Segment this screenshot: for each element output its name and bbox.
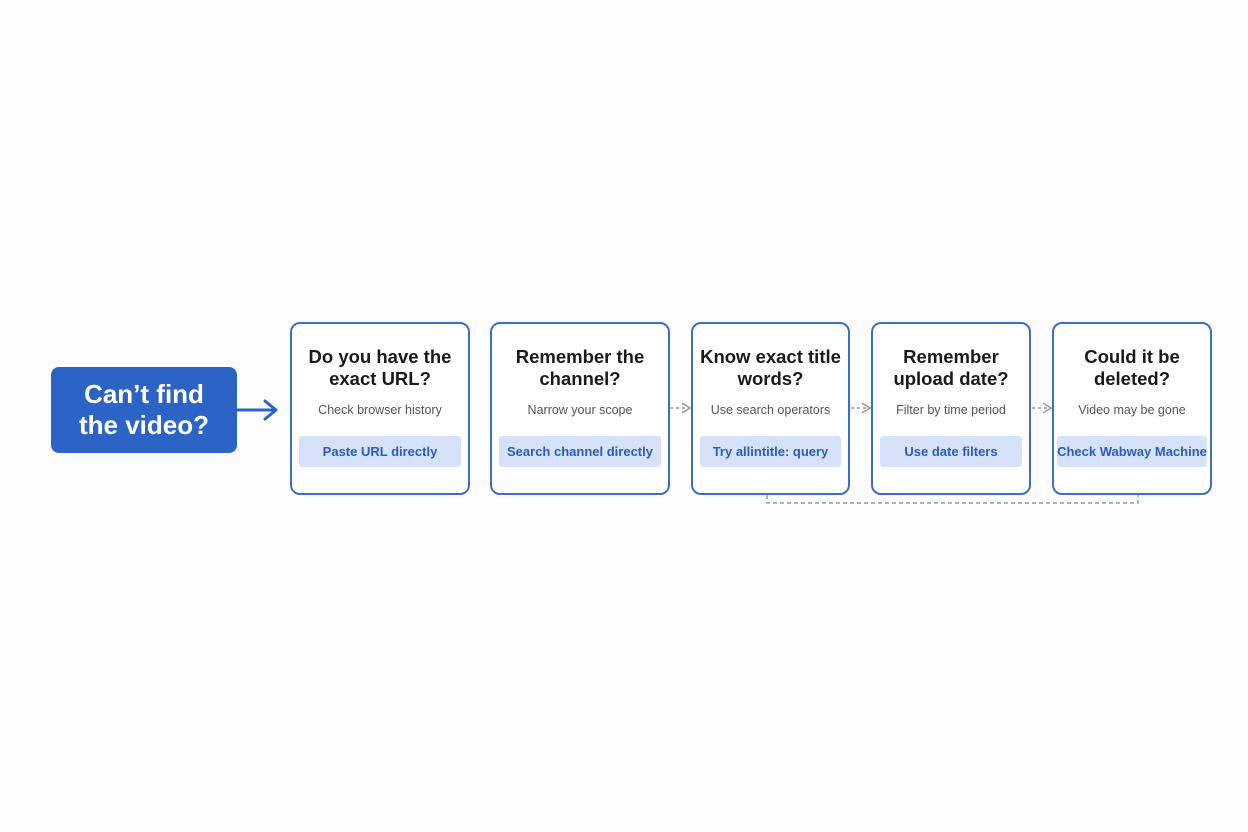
- date-filters-button[interactable]: Use date filters: [880, 436, 1022, 467]
- step-card-upload-date: Remember upload date? Filter by time per…: [871, 322, 1031, 495]
- start-label: Can’t find the video?: [78, 379, 209, 440]
- dashed-arrow-5-6: [1032, 402, 1053, 414]
- dashed-bracket: [766, 495, 1139, 504]
- allintitle-query-button[interactable]: Try allintitle: query: [700, 436, 841, 467]
- start-node: Can’t find the video?: [51, 367, 237, 453]
- step-card-url: Do you have the exact URL? Check browser…: [290, 322, 470, 495]
- step-hint: Filter by time period: [896, 403, 1006, 417]
- dashed-arrow-3-4: [670, 402, 692, 414]
- step-title: Could it be deleted?: [1084, 346, 1180, 389]
- dashed-arrow-4-5: [851, 402, 872, 414]
- step-title: Know exact title words?: [700, 346, 841, 389]
- step-hint: Video may be gone: [1078, 403, 1186, 417]
- step-card-title-words: Know exact title words? Use search opera…: [691, 322, 850, 495]
- step-hint: Narrow your scope: [527, 403, 633, 417]
- paste-url-button[interactable]: Paste URL directly: [299, 436, 461, 467]
- search-channel-button[interactable]: Search channel directly: [499, 436, 661, 467]
- step-card-channel: Remember the channel? Narrow your scope …: [490, 322, 670, 495]
- step-title: Remember upload date?: [893, 346, 1009, 389]
- start-arrow: [237, 399, 278, 421]
- step-card-deleted: Could it be deleted? Video may be gone C…: [1052, 322, 1212, 495]
- step-hint: Use search operators: [710, 403, 831, 417]
- step-title: Remember the channel?: [515, 346, 645, 389]
- wayback-machine-button[interactable]: Check Wabway Machine: [1057, 436, 1207, 467]
- step-hint: Check browser history: [318, 403, 442, 417]
- step-title: Do you have the exact URL?: [308, 346, 452, 389]
